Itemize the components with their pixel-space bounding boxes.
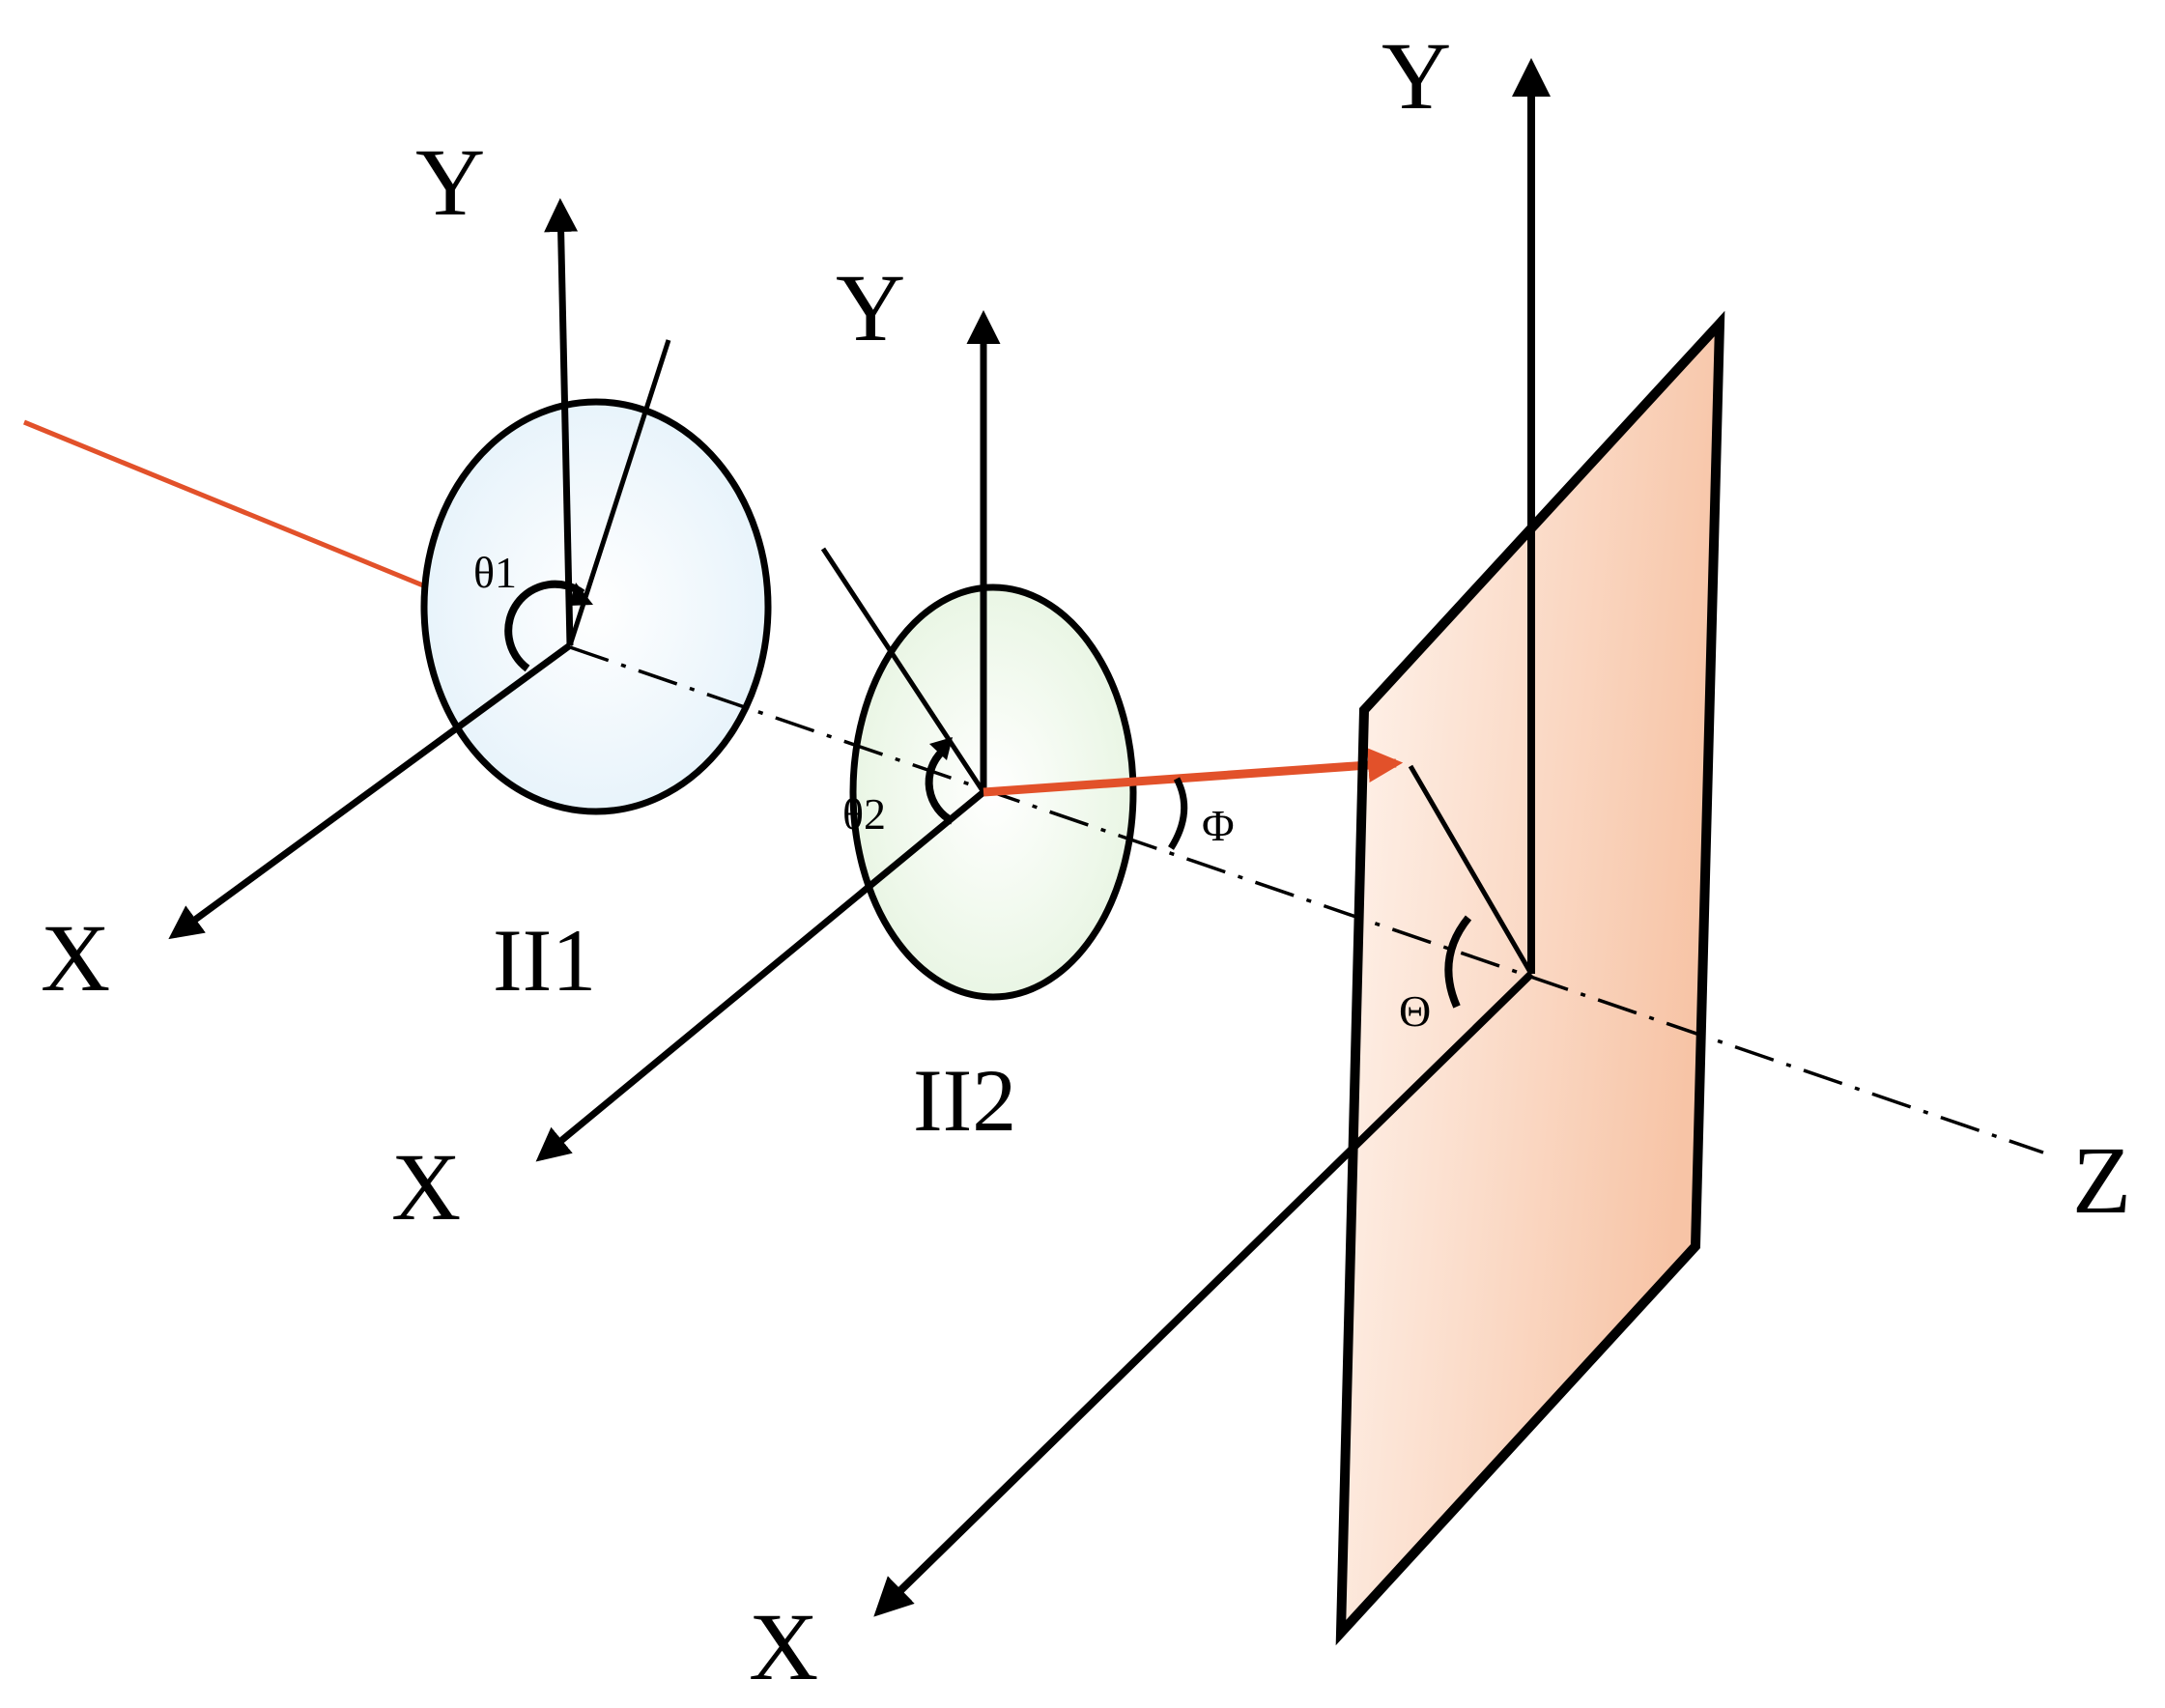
label-z: Z <box>2072 1126 2131 1234</box>
label-phi: Φ <box>1202 801 1235 850</box>
label-theta2: θ2 <box>842 789 886 839</box>
label-y-3: Y <box>1382 22 1451 129</box>
label-x-1: X <box>41 904 110 1011</box>
polarizer-axis-2 <box>820 547 986 794</box>
x-axis-arrow-1 <box>168 642 573 940</box>
label-x-3: X <box>749 1593 818 1700</box>
phi-angle-arc <box>1168 777 1188 850</box>
x-axis-arrow-3 <box>873 971 1534 1617</box>
big-theta-angle-arc <box>1444 915 1472 1009</box>
label-big-theta: Θ <box>1399 986 1431 1036</box>
label-element-1: II1 <box>493 911 596 1010</box>
output-beam <box>983 748 1404 797</box>
theta2-angle-arc <box>925 749 954 825</box>
label-element-2: II2 <box>913 1051 1016 1150</box>
label-theta1: θ1 <box>473 548 517 597</box>
observation-screen-frame <box>1335 310 1725 1646</box>
polarizer-axis-1 <box>567 339 671 646</box>
label-y-1: Y <box>415 128 485 236</box>
optical-axis-z <box>569 645 2044 1154</box>
theta2-arc-arrowhead <box>929 737 953 760</box>
label-x-2: X <box>391 1133 461 1240</box>
theta1-angle-arc <box>504 580 585 672</box>
x-axis-arrow-2 <box>535 789 986 1162</box>
label-y-2: Y <box>836 254 905 361</box>
optical-element-1-disk <box>420 398 772 815</box>
y-axis-arrow-1 <box>544 198 579 646</box>
theta1-arc-arrowhead <box>569 583 593 606</box>
projection-line <box>1408 764 1534 976</box>
